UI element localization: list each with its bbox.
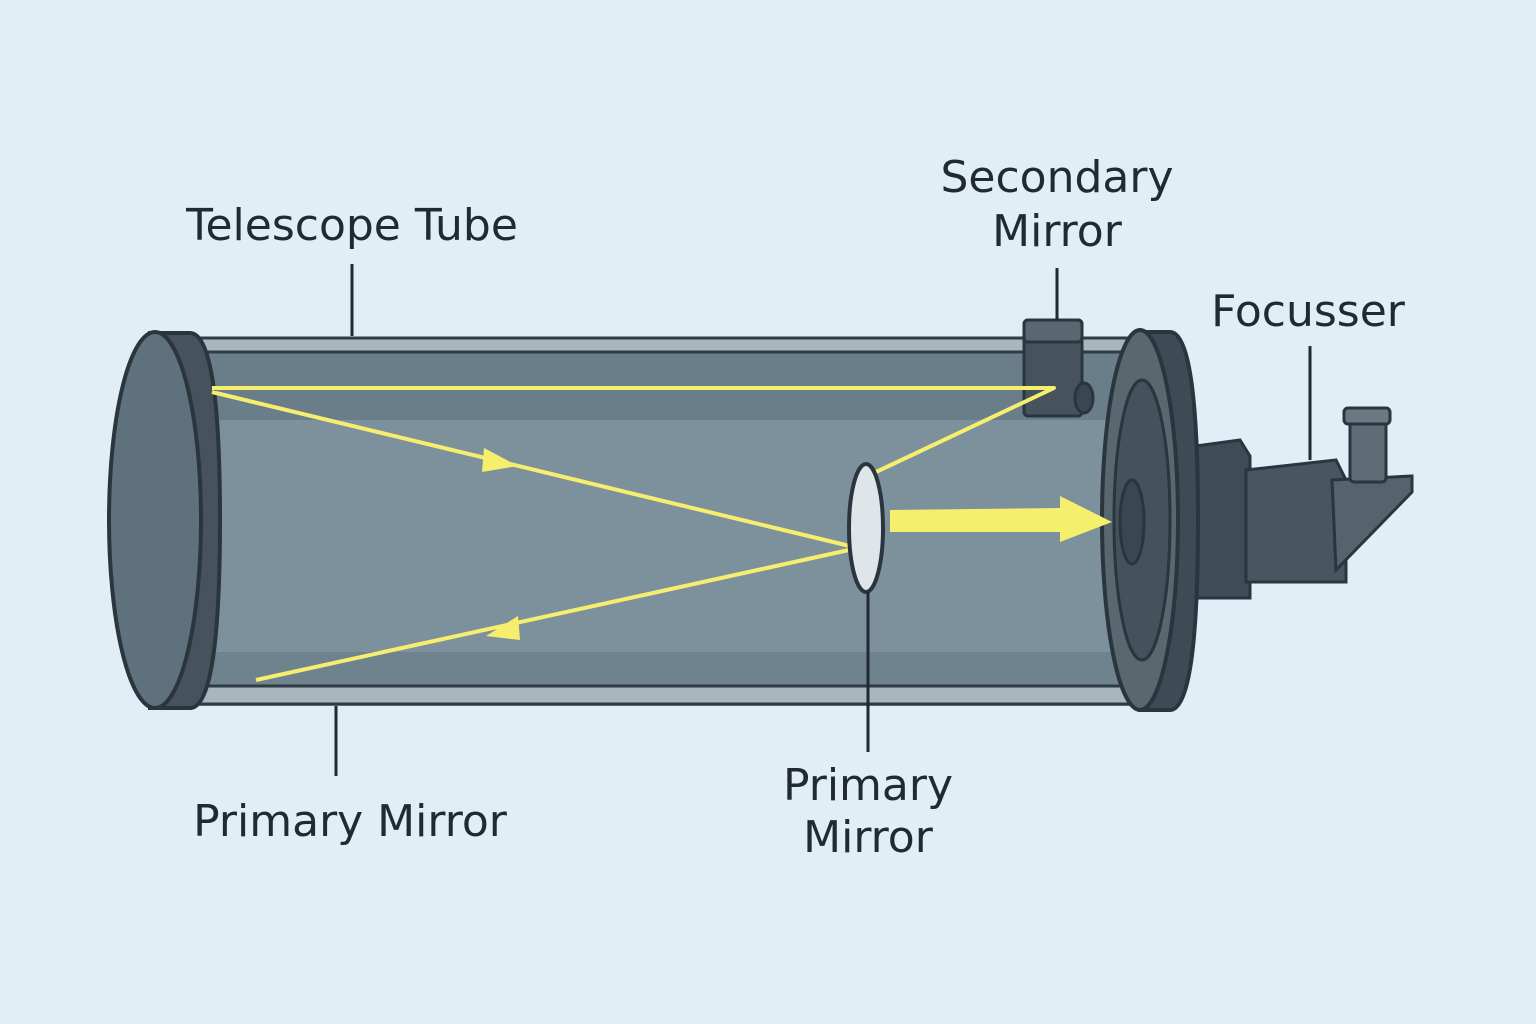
focusser-drawtube xyxy=(1244,458,1348,584)
ray-arrow-down-right xyxy=(482,448,518,472)
focusser-base xyxy=(1194,438,1252,600)
rear-cap-port xyxy=(1118,478,1146,566)
label-secondary-mirror-line1: Secondary xyxy=(940,152,1173,203)
label-focusser: Focusser xyxy=(1211,286,1406,337)
label-primary-mirror-center-line2: Mirror xyxy=(803,812,934,863)
tube-bottom-shadow-band xyxy=(180,652,1160,690)
label-primary-mirror-center-line1: Primary xyxy=(783,760,953,811)
leader-lines xyxy=(334,264,1312,776)
tube-top-rim xyxy=(178,336,1162,354)
tube-bottom-rim xyxy=(178,684,1162,706)
focusser-diagonal xyxy=(1330,474,1414,574)
tube-top-shadow-band xyxy=(180,348,1160,420)
secondary-mirror-housing xyxy=(1022,318,1095,418)
beam-to-focusser-arrow xyxy=(890,496,1112,542)
label-telescope-tube: Telescope Tube xyxy=(185,200,518,251)
tube-aperture-end xyxy=(107,330,223,710)
secondary-mirror-knob xyxy=(1073,381,1095,415)
secondary-mirror-mount-top xyxy=(1022,318,1084,344)
eyepiece-cap xyxy=(1342,406,1392,426)
light-ray-upper xyxy=(212,386,1056,474)
aperture-opening xyxy=(107,330,203,710)
label-secondary-mirror-line2: Mirror xyxy=(992,206,1123,257)
label-primary-mirror-bottom: Primary Mirror xyxy=(193,796,508,847)
eyepiece-barrel xyxy=(1348,416,1388,484)
focusser-assembly xyxy=(1194,406,1414,600)
ray-arrow-down-left xyxy=(486,616,520,640)
tube-rear-end xyxy=(1100,328,1201,712)
center-mirror xyxy=(847,462,885,594)
